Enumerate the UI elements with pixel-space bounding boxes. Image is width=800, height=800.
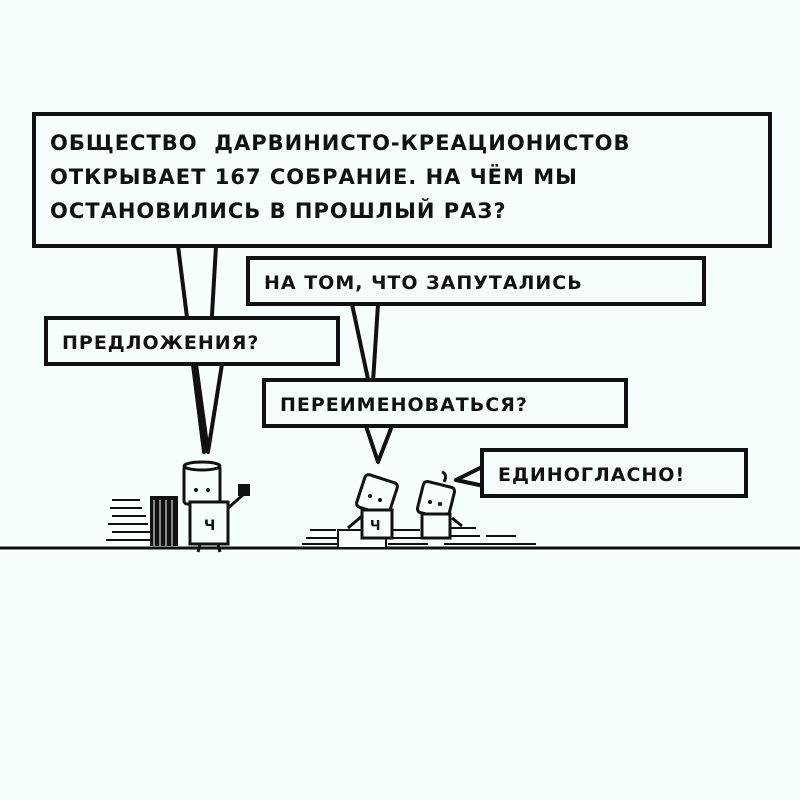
opening-line-3: ОСТАНОВИЛИСЬ В ПРОШЛЫЙ РАЗ? — [50, 199, 507, 223]
speech-bubble-proposals: ПРЕДЛОЖЕНИЯ? — [44, 316, 340, 366]
member-badge: Ч — [370, 519, 381, 534]
chairman-badge: Ч — [204, 518, 215, 534]
unanimous-text: ЕДИНОГЛАСНО! — [498, 464, 686, 486]
opening-line-2: ОТКРЫВАЕТ 167 СОБРАНИЕ. НА ЧЁМ МЫ — [50, 165, 578, 189]
member-character-middle: Ч — [347, 473, 399, 540]
reply-text: НА ТОМ, ЧТО ЗАПУТАЛИСЬ — [264, 272, 583, 294]
opening-line-1: ОБЩЕСТВО ДАРВИНИСТО-КРЕАЦИОНИСТОВ — [50, 131, 631, 155]
member-character-right — [415, 470, 463, 540]
proposals-text: ПРЕДЛОЖЕНИЯ? — [62, 332, 260, 354]
paper-stack-middle — [302, 527, 536, 549]
speech-bubble-unanimous: ЕДИНОГЛАСНО! — [480, 448, 748, 498]
speech-bubble-rename: ПЕРЕИМЕНОВАТЬСЯ? — [262, 378, 628, 428]
speech-bubble-reply: НА ТОМ, ЧТО ЗАПУТАЛИСЬ — [246, 256, 706, 306]
tail-rename-bubble — [364, 424, 394, 464]
paper-stack-left — [106, 496, 178, 546]
rename-text: ПЕРЕИМЕНОВАТЬСЯ? — [280, 394, 528, 416]
speech-bubble-opening: ОБЩЕСТВО ДАРВИНИСТО-КРЕАЦИОНИСТОВ ОТКРЫВ… — [32, 112, 772, 248]
chairman-character: Ч — [182, 460, 250, 553]
